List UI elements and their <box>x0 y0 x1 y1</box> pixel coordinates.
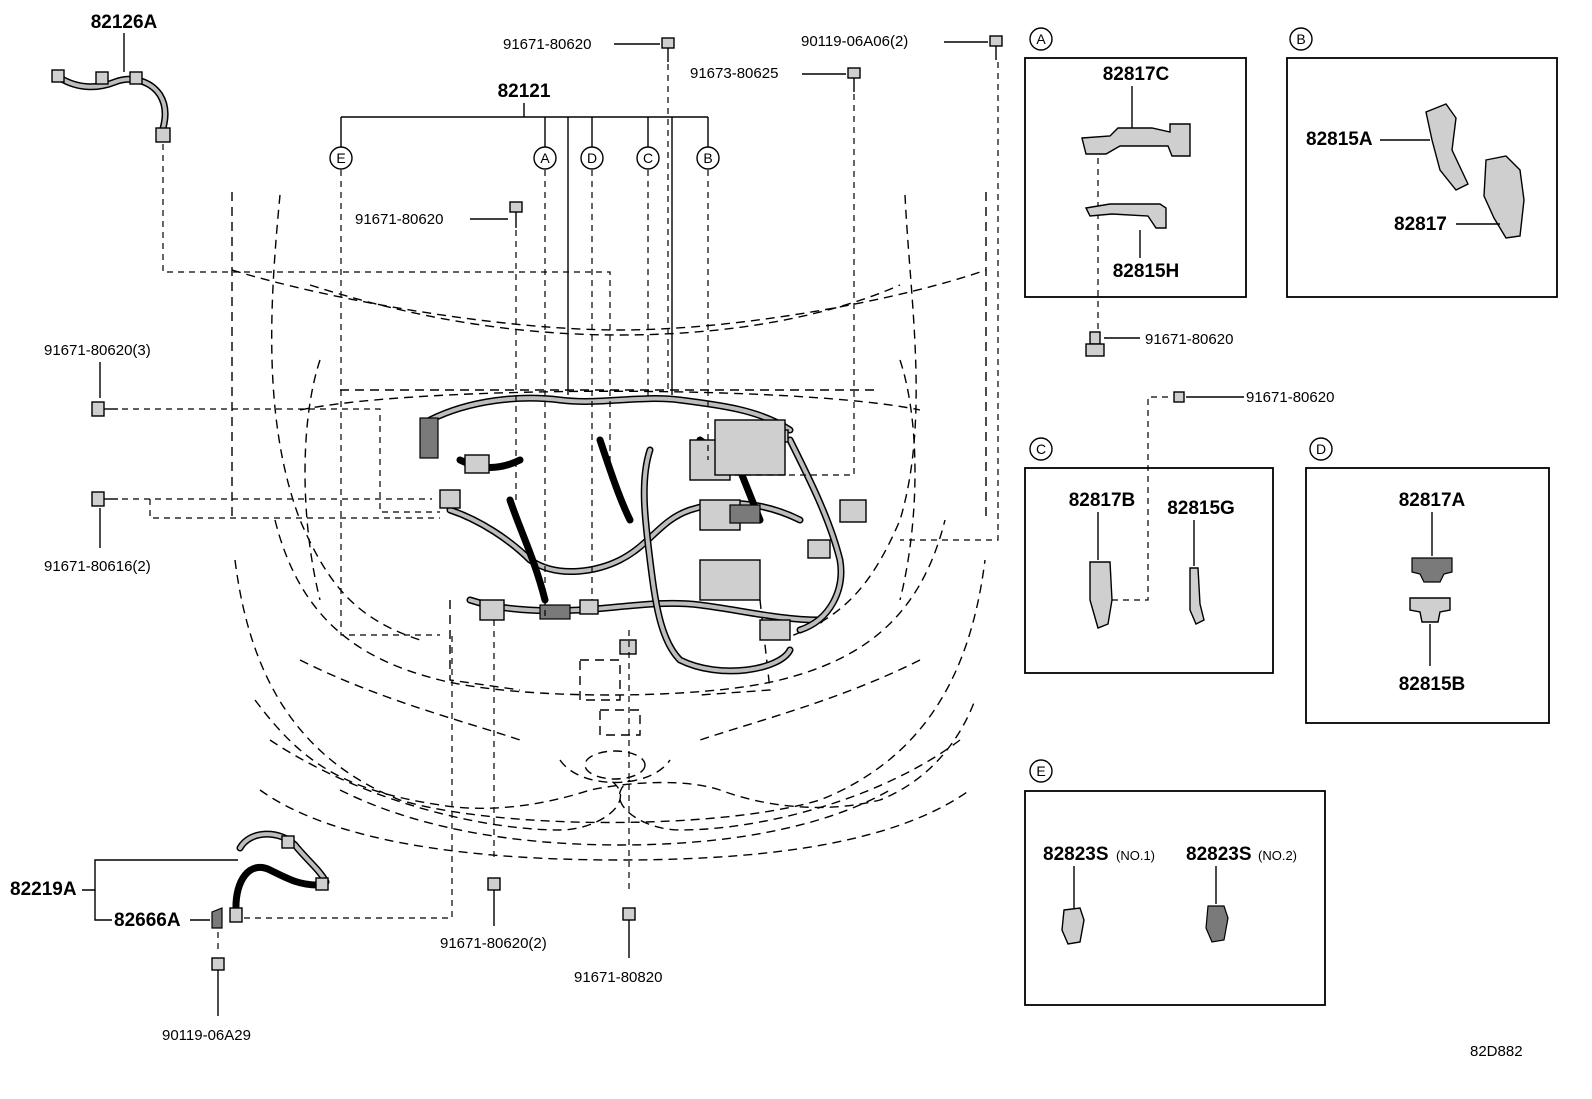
svg-text:E: E <box>336 150 345 166</box>
engine-wire-harness-82121 <box>419 394 867 675</box>
svg-text:A: A <box>1036 31 1046 47</box>
bolt-91671-80616-2: 91671-80616(2) <box>44 491 440 575</box>
harness-82121-callouts: 82121 E A D C B <box>329 81 720 636</box>
svg-text:82815H: 82815H <box>1113 261 1180 282</box>
svg-text:91671-80620: 91671-80620 <box>503 36 591 53</box>
svg-text:82823S: 82823S <box>1043 844 1109 865</box>
svg-text:(NO.1): (NO.1) <box>1116 848 1155 863</box>
svg-text:82817C: 82817C <box>1103 64 1170 85</box>
svg-text:91671-80616(2): 91671-80616(2) <box>44 558 151 575</box>
diagram-code: 82D882 <box>1470 1043 1523 1060</box>
svg-text:91673-80625: 91673-80625 <box>690 65 778 82</box>
callout-e: E <box>329 146 353 170</box>
callout-b: B <box>696 146 720 170</box>
part-82126A-label: 82126A <box>91 12 158 33</box>
svg-text:82817: 82817 <box>1394 214 1447 235</box>
svg-text:91671-80620(2): 91671-80620(2) <box>440 935 547 952</box>
svg-text:B: B <box>703 150 712 166</box>
bolt-90119-06A06: 90119-06A06(2) <box>801 33 1003 541</box>
panel-b: B 82815A 82817 <box>1286 27 1558 298</box>
svg-text:E: E <box>1036 763 1045 779</box>
svg-text:D: D <box>1316 441 1326 457</box>
bolt-91671-80620-mid: 91671-80620 <box>355 201 523 500</box>
svg-text:82666A: 82666A <box>114 910 181 931</box>
callout-a: A <box>533 146 557 170</box>
svg-text:82815B: 82815B <box>1399 674 1466 695</box>
bolt-90119-06A29: 90119-06A29 <box>162 932 251 1044</box>
svg-text:82219A: 82219A <box>10 879 77 900</box>
svg-text:82823S: 82823S <box>1186 844 1252 865</box>
bolt-91671-80620-2: 91671-80620(2) <box>440 620 547 952</box>
svg-text:82817A: 82817A <box>1399 490 1466 511</box>
part-82126A: 82126A <box>51 12 611 470</box>
svg-text:82817B: 82817B <box>1069 490 1136 511</box>
vehicle-outline <box>231 192 987 861</box>
bolt-91673-80625: 91673-80625 <box>690 65 861 476</box>
callout-c: C <box>636 146 660 170</box>
svg-text:B: B <box>1296 31 1305 47</box>
svg-text:D: D <box>587 150 597 166</box>
svg-text:82815A: 82815A <box>1306 129 1373 150</box>
part-82219A: 82219A <box>10 635 453 923</box>
bolt-91671-80820: 91671-80820 <box>574 630 662 986</box>
svg-text:91671-80620(3): 91671-80620(3) <box>44 342 151 359</box>
svg-text:91671-80620: 91671-80620 <box>1145 331 1233 348</box>
svg-text:91671-80620: 91671-80620 <box>355 211 443 228</box>
callout-d: D <box>580 146 604 170</box>
svg-text:91671-80820: 91671-80820 <box>574 969 662 986</box>
panel-d: D 82817A 82815B <box>1305 437 1550 724</box>
svg-text:90119-06A29: 90119-06A29 <box>162 1027 251 1044</box>
svg-text:C: C <box>643 150 653 166</box>
svg-text:82815G: 82815G <box>1167 498 1235 519</box>
part-82666A: 82666A <box>114 907 223 931</box>
svg-text:C: C <box>1036 441 1046 457</box>
svg-text:(NO.2): (NO.2) <box>1258 848 1297 863</box>
svg-text:90119-06A06(2): 90119-06A06(2) <box>801 33 908 50</box>
svg-text:A: A <box>540 150 550 166</box>
part-82121-label: 82121 <box>498 81 551 102</box>
panel-e: E 82823S (NO.1) 82823S (NO.2) <box>1024 759 1326 1006</box>
panel-c: 91671-80620 C 82817B 82815G <box>1024 389 1334 674</box>
svg-text:91671-80620: 91671-80620 <box>1246 389 1334 406</box>
bolt-91671-80620-top: 91671-80620 <box>503 36 675 390</box>
panel-a: A 82817C 82815H 91671-80620 <box>1024 27 1247 357</box>
bolt-91671-80620-3: 91671-80620(3) <box>44 342 440 513</box>
